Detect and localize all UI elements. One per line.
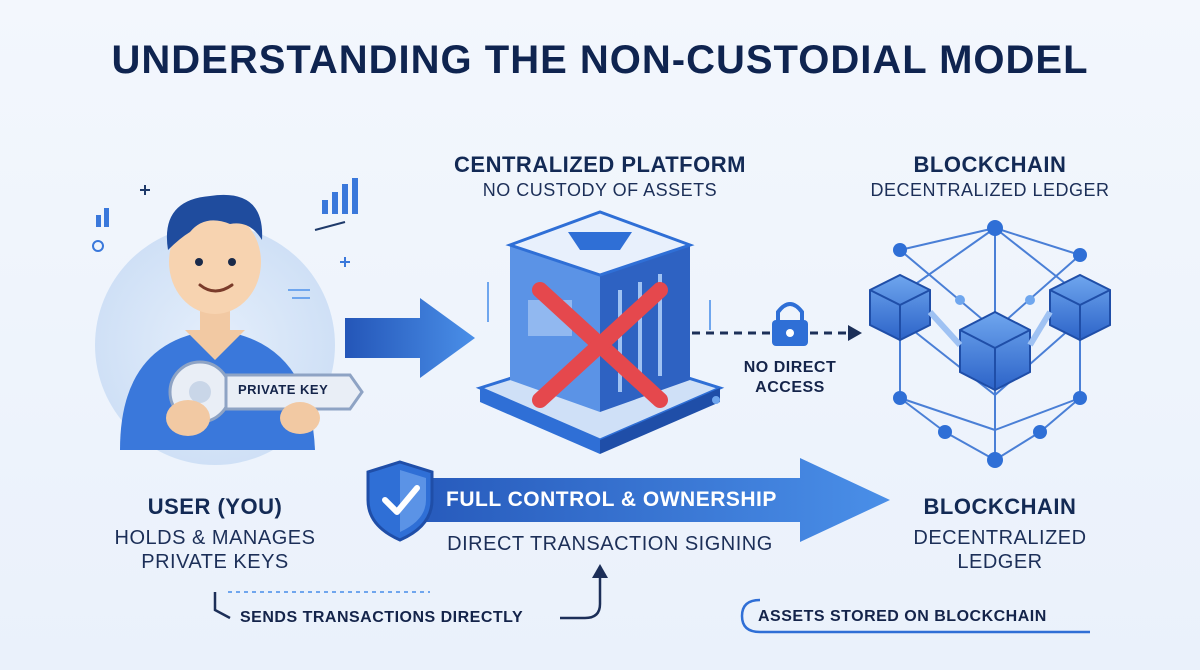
shield-check-icon bbox=[366, 460, 434, 542]
platform-heading: CENTRALIZED PLATFORM bbox=[454, 152, 746, 177]
server-icon bbox=[475, 210, 725, 454]
no-access-connector bbox=[692, 325, 862, 341]
blockchain-bottom-line1: DECENTRALIZED bbox=[913, 527, 1087, 549]
user-line1: HOLDS & MANAGES bbox=[114, 527, 316, 549]
platform-subheading: NO CUSTODY OF ASSETS bbox=[482, 180, 718, 200]
private-key-label: PRIVATE KEY bbox=[238, 382, 329, 397]
control-arrow bbox=[380, 458, 890, 542]
no-access-line2: ACCESS bbox=[755, 379, 825, 396]
blockchain-top-subheading: DECENTRALIZED LEDGER bbox=[870, 180, 1110, 200]
no-access-line1: NO DIRECT bbox=[743, 359, 837, 376]
user-heading: USER (YOU) bbox=[147, 494, 283, 519]
blockchain-bottom-heading: BLOCKCHAIN bbox=[923, 494, 1077, 519]
no-access-label: NO DIRECT ACCESS bbox=[730, 358, 850, 398]
key-icon bbox=[166, 360, 364, 436]
assets-connector bbox=[740, 598, 1090, 634]
sends-label: SENDS TRANSACTIONS DIRECTLY bbox=[240, 609, 524, 626]
lock-icon bbox=[772, 302, 808, 346]
arrow-user-to-platform bbox=[345, 298, 475, 378]
user-line2: PRIVATE KEYS bbox=[141, 551, 289, 573]
decor-icons bbox=[92, 178, 358, 299]
control-arrow-sublabel: DIRECT TRANSACTION SIGNING bbox=[447, 533, 773, 555]
page-title: UNDERSTANDING THE NON-CUSTODIAL MODEL bbox=[111, 38, 1089, 82]
decor-lines-platform bbox=[487, 282, 720, 404]
blockchain-bottom-line2: LEDGER bbox=[957, 551, 1043, 573]
blockchain-top-heading: BLOCKCHAIN bbox=[913, 152, 1067, 177]
control-arrow-label: FULL CONTROL & OWNERSHIP bbox=[446, 488, 777, 511]
sends-connector bbox=[213, 564, 608, 620]
cross-icon bbox=[532, 282, 668, 408]
blockchain-network-icon bbox=[869, 220, 1111, 468]
assets-label: ASSETS STORED ON BLOCKCHAIN bbox=[758, 608, 1047, 625]
